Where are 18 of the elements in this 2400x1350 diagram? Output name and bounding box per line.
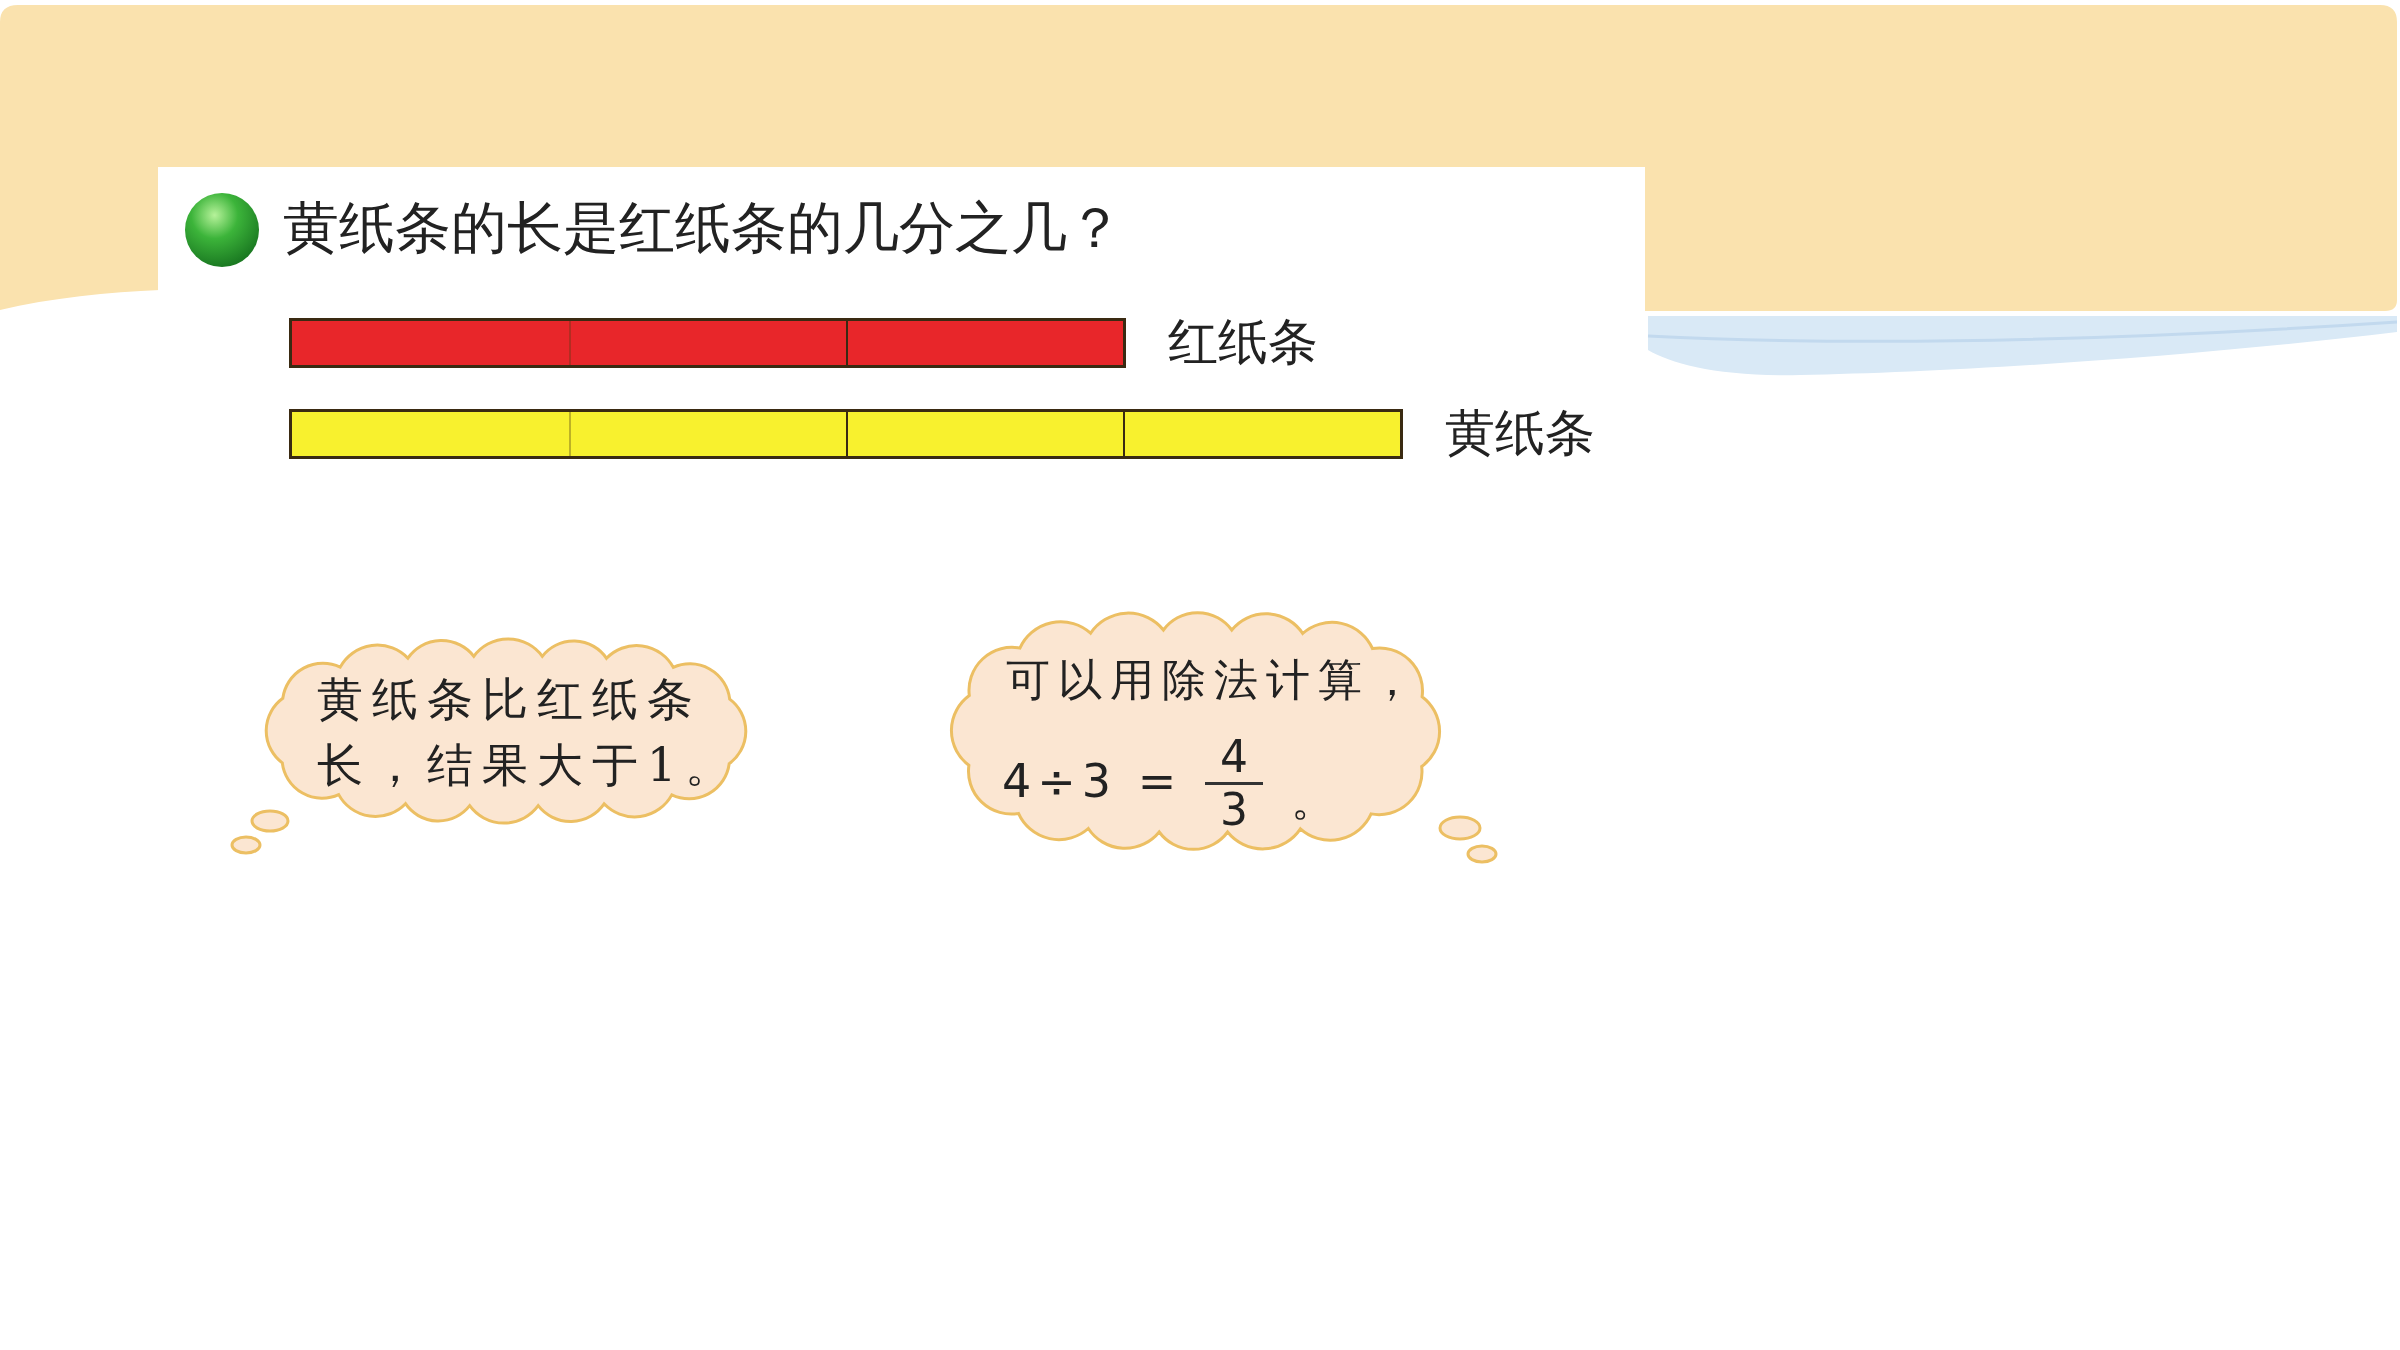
fraction-numerator: 4	[1220, 734, 1248, 780]
bubble-text: 黄纸条比红纸条长，结果大于1。	[317, 671, 742, 794]
strip-label: 红纸条	[1168, 312, 1318, 373]
question-text: 黄纸条的长是红纸条的几分之几？	[283, 195, 1123, 261]
paper-strip	[289, 409, 1403, 459]
strip-segment	[292, 412, 569, 456]
strip-segment	[846, 412, 1123, 456]
strip-segment	[569, 412, 846, 456]
bubble-text: 可以用除法计算，	[1006, 654, 1422, 706]
strip-segment	[1123, 412, 1400, 456]
strip-label: 黄纸条	[1445, 403, 1595, 464]
strip-segment	[292, 321, 569, 365]
fraction-denominator: 3	[1220, 787, 1248, 833]
equation-text: 4÷3 =	[1002, 755, 1183, 807]
strip-segment	[846, 321, 1123, 365]
strip-segment	[569, 321, 846, 365]
period-text: 。	[1291, 774, 1335, 826]
paper-strip	[289, 318, 1126, 368]
